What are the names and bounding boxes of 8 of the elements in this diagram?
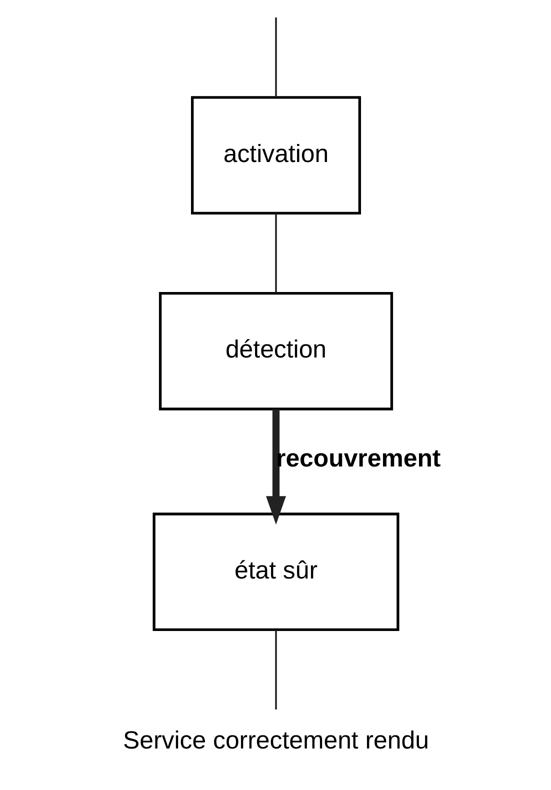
node-box: activation <box>190 96 360 215</box>
node-text: Service correctement rendu <box>122 726 428 754</box>
node-box: état sûr <box>152 512 399 632</box>
node-box: détection <box>158 292 393 410</box>
connector <box>274 213 276 293</box>
connector <box>274 630 276 710</box>
arrow <box>266 409 286 525</box>
connector <box>274 17 276 98</box>
